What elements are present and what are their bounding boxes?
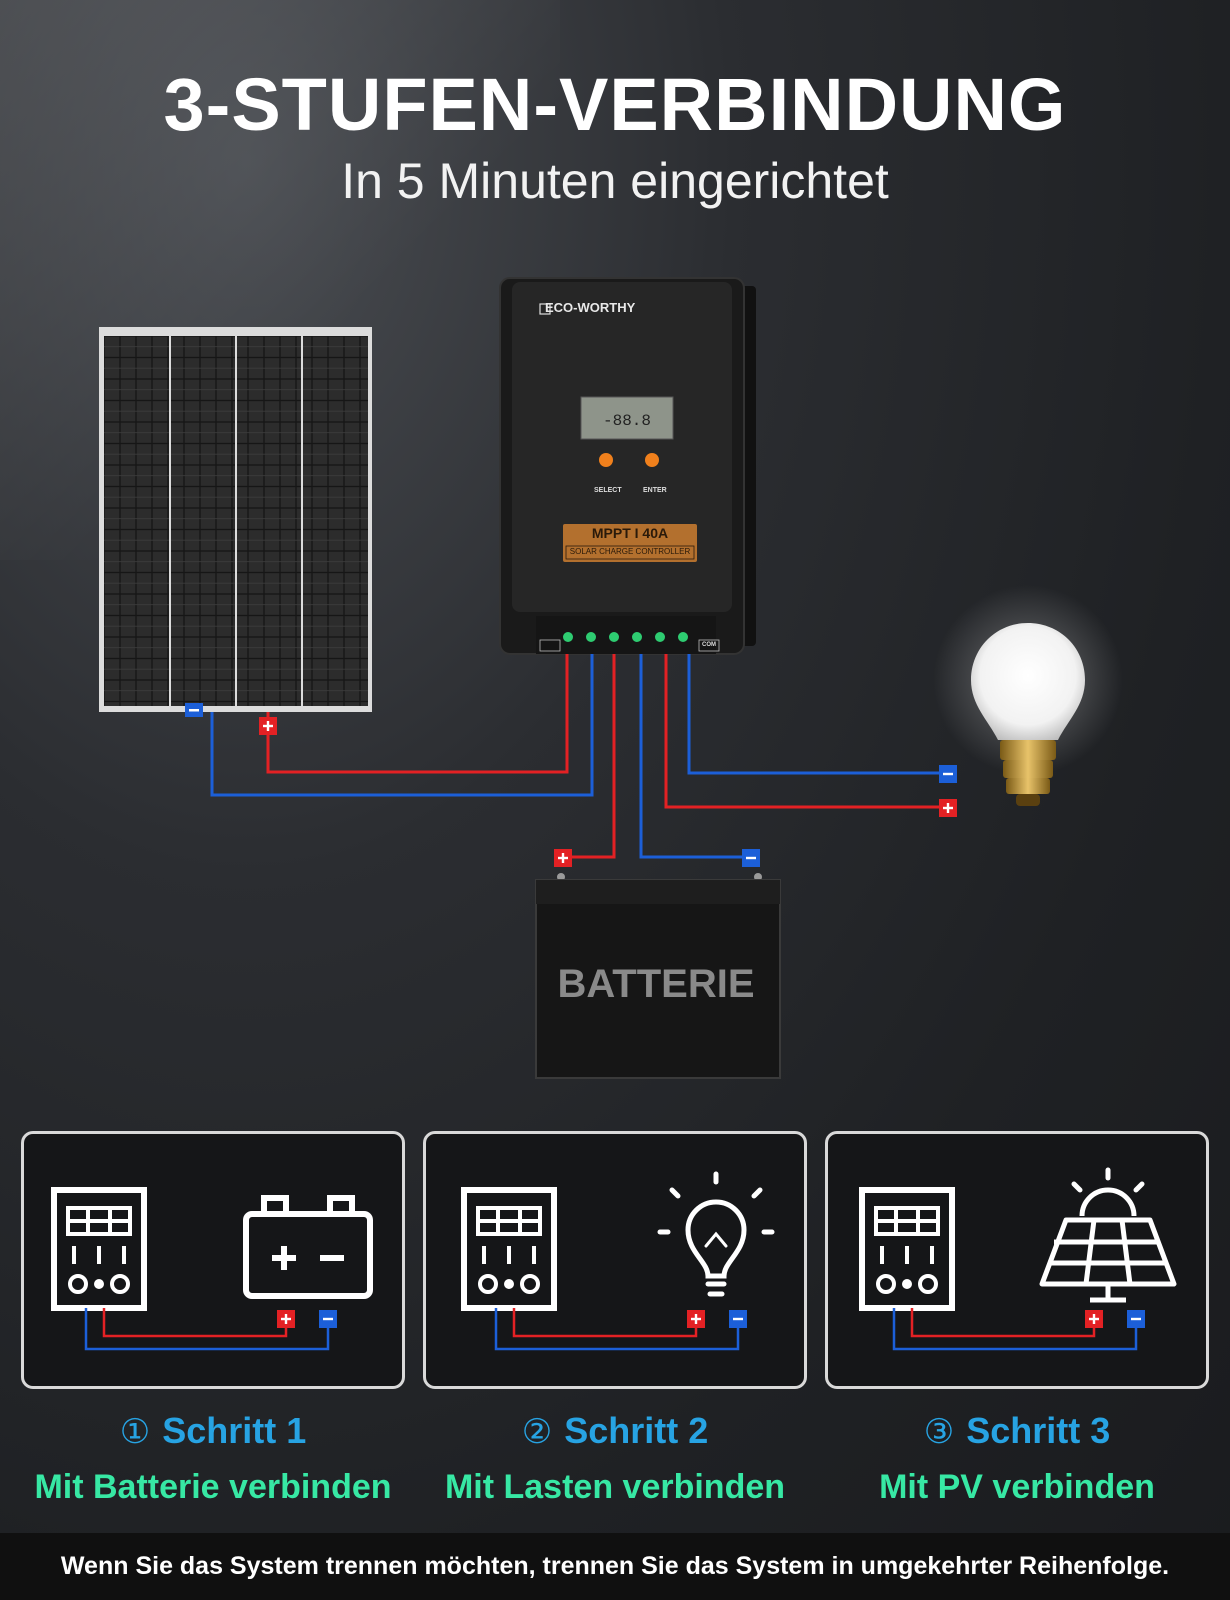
step-1-number: ① xyxy=(119,1413,151,1451)
battery-negative-terminal xyxy=(742,849,760,867)
battery-icon xyxy=(243,1195,373,1299)
solar-panel-icon xyxy=(1039,1167,1177,1303)
wiring-diagram: -88.8 xyxy=(99,277,1123,1079)
controller-brand: ECO-WORTHY xyxy=(545,300,636,315)
svg-text:-88.8: -88.8 xyxy=(603,412,651,430)
step-3-description: Mit PV verbinden xyxy=(879,1468,1155,1506)
negative-terminal xyxy=(729,1310,747,1328)
footer-note: Wenn Sie das System trennen möchten, tre… xyxy=(0,1533,1230,1600)
positive-terminal xyxy=(277,1310,295,1328)
battery xyxy=(535,873,781,1079)
step-3-number: ③ xyxy=(923,1413,955,1451)
step-3-illustration xyxy=(859,1167,1177,1351)
positive-terminal xyxy=(1085,1310,1103,1328)
step-card-3 xyxy=(825,1131,1209,1389)
step-2-title: ② Schritt 2 xyxy=(415,1410,815,1452)
controller-icon xyxy=(859,1187,955,1311)
positive-terminal xyxy=(687,1310,705,1328)
battery-positive-terminal xyxy=(554,849,572,867)
step-1-label: Schritt 1 xyxy=(162,1410,307,1451)
wires xyxy=(210,654,945,859)
load-negative-terminal xyxy=(939,765,957,783)
step-2-label: Schritt 2 xyxy=(564,1410,709,1451)
enter-button-label: ENTER xyxy=(643,487,667,494)
solar-negative-terminal xyxy=(185,703,203,717)
load-positive-terminal xyxy=(939,799,957,817)
select-button-label: SELECT xyxy=(594,487,622,494)
controller-model: MPPT I 40A xyxy=(591,525,669,541)
negative-terminal xyxy=(1127,1310,1145,1328)
solar-positive-terminal xyxy=(259,717,277,735)
controller-icon xyxy=(461,1187,557,1311)
step-card-2 xyxy=(423,1131,807,1389)
com-port-label: COM xyxy=(702,642,716,648)
charge-controller: -88.8 xyxy=(499,277,756,655)
light-bulb-icon xyxy=(657,1171,775,1297)
controller-icon xyxy=(51,1187,147,1311)
page-subtitle: In 5 Minuten eingerichtet xyxy=(341,153,889,209)
step-3-title: ③ Schritt 3 xyxy=(817,1410,1217,1452)
step-card-1 xyxy=(21,1131,405,1389)
step-1-illustration xyxy=(51,1187,373,1351)
step-2-number: ② xyxy=(521,1413,553,1451)
step-2-illustration xyxy=(461,1171,775,1351)
negative-terminal xyxy=(319,1310,337,1328)
battery-label: BATTERIE xyxy=(557,962,755,1006)
solar-panel xyxy=(99,327,372,712)
step-1-title: ① Schritt 1 xyxy=(13,1410,413,1452)
controller-subtitle: SOLAR CHARGE CONTROLLER xyxy=(569,547,691,556)
step-3-label: Schritt 3 xyxy=(966,1410,1111,1451)
step-2-description: Mit Lasten verbinden xyxy=(444,1468,786,1506)
step-1-description: Mit Batterie verbinden xyxy=(34,1468,392,1506)
light-bulb xyxy=(933,585,1123,806)
page-title: 3-STUFEN-VERBINDUNG xyxy=(163,63,1067,146)
